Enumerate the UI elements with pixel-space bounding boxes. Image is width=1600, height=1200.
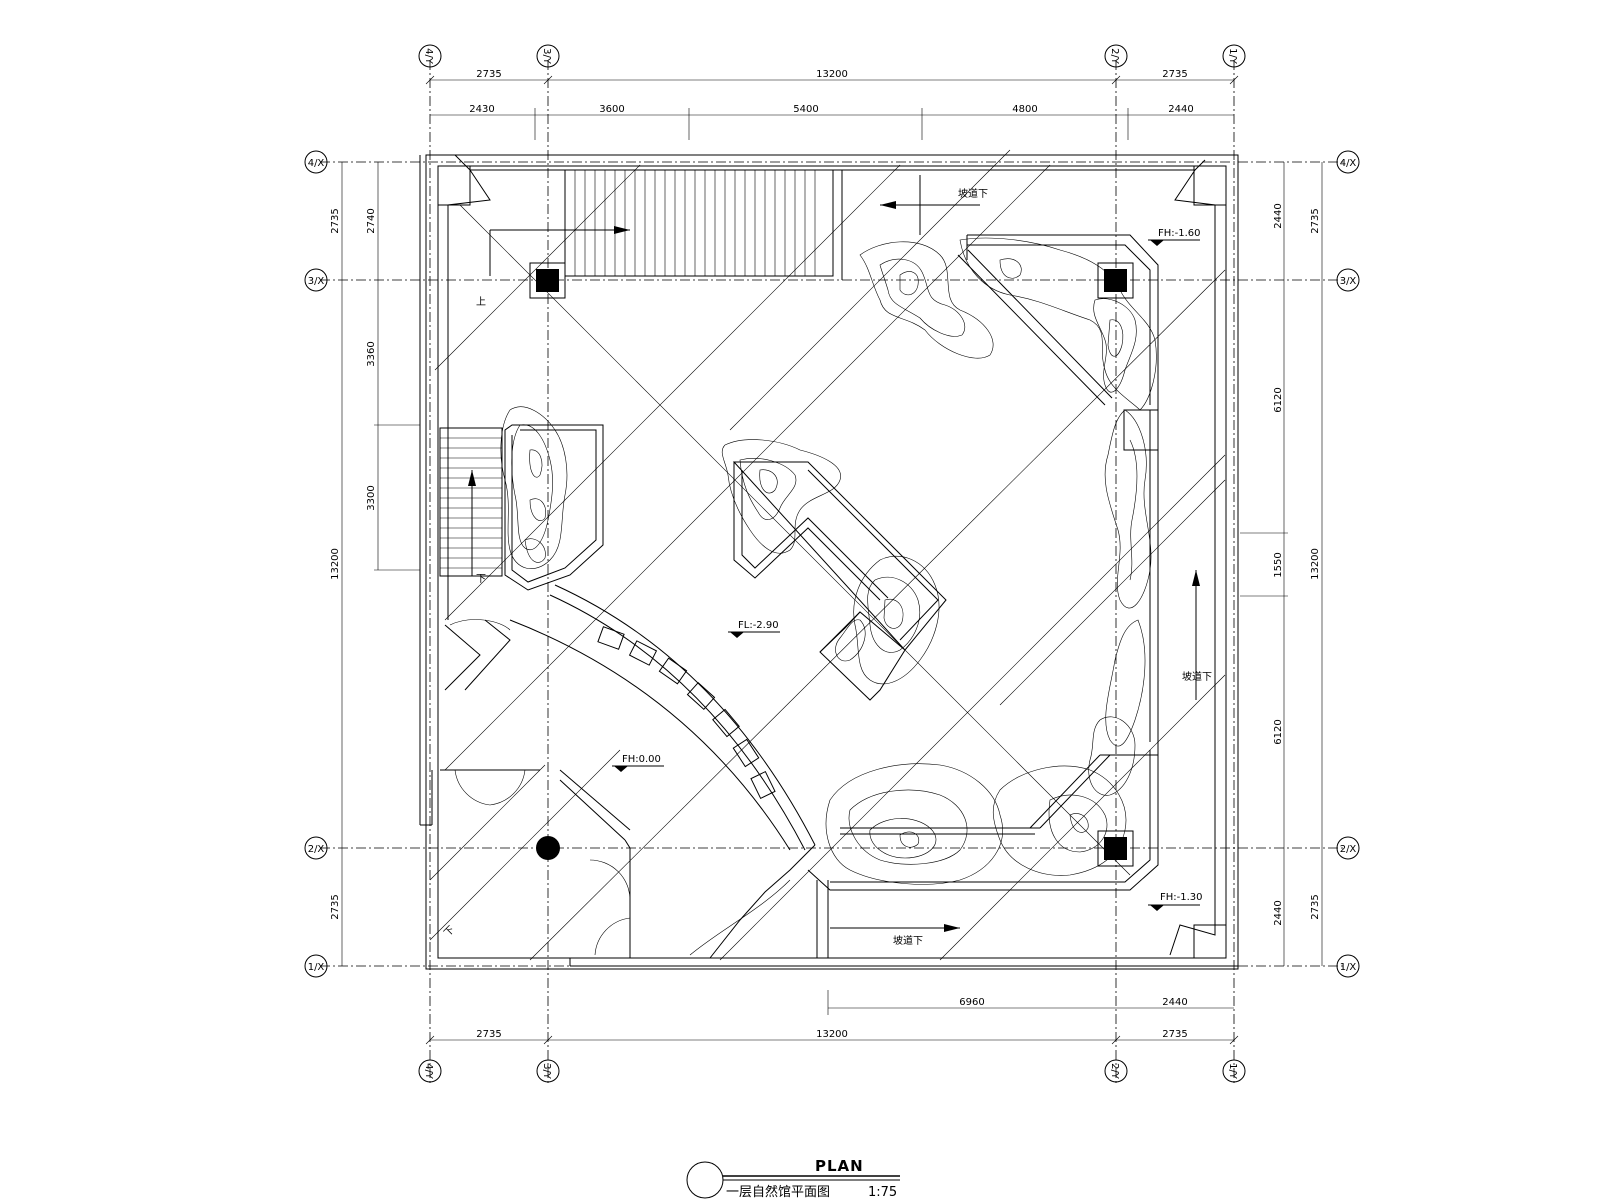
dim-right-inner-1: 2440 [1273,203,1284,228]
dim-top-inner-2: 3600 [599,104,624,115]
dim-bottom-outer-2: 13200 [816,1029,848,1040]
dim-right-outer-1: 2735 [1310,208,1321,233]
dim-right-outer-2: 13200 [1310,548,1321,580]
dim-bottom-inner-1: 6960 [959,997,984,1008]
enclosures [440,234,1159,959]
drawing-scale: 1:75 [868,1185,897,1200]
dim-top-outer-2: 13200 [816,69,848,80]
grid-label-top-1: 4/Y [423,48,434,65]
grid-label-right-1: 4/X [1340,158,1357,169]
grid-label-top-2: 3/Y [541,48,552,65]
note-ramp-bottom: 坡道下 [893,934,923,947]
grid-lines [320,60,1345,1085]
note-fh-center: FL:-2.90 [738,620,779,631]
top-stair [489,169,843,280]
dim-bottom-outer-3: 2735 [1162,1029,1187,1040]
drawing-subtitle: 一层自然馆平面图 [726,1184,830,1200]
left-stair [439,427,503,577]
note-up: 上 [476,296,486,308]
dim-top-inner-1: 2430 [469,104,494,115]
grid-label-left-4: 1/X [308,962,325,973]
dim-bottom-outer-1: 2735 [476,1029,501,1040]
outer-walls [419,154,1239,970]
title-block: PLAN 一层自然馆平面图 1:75 [686,1157,900,1200]
dimension-text: 2735 13200 2735 2430 3600 5400 4800 2440… [330,69,1321,1040]
dim-left-outer-1: 2735 [330,208,341,233]
ramp-arrows [830,175,1200,932]
dim-right-inner-5: 2440 [1273,900,1284,925]
drawing-title: PLAN [815,1157,864,1175]
grid-label-top-4: 1/Y [1227,48,1238,65]
dim-right-inner-4: 6120 [1273,719,1284,744]
dimension-lines [341,75,1323,1045]
grid-bubbles-bottom: 4/Y 3/Y 2/Y 1/Y [418,1059,1246,1083]
grid-label-bottom-3: 2/Y [1109,1063,1120,1080]
note-ramp-top: 坡道下 [958,187,988,200]
rockery-contours [500,237,1157,885]
note-ramp-right: 坡道下 [1182,670,1212,683]
dim-left-outer-2: 13200 [330,548,341,580]
dim-top-inner-5: 2440 [1168,104,1193,115]
dim-left-inner-2: 3360 [366,341,377,366]
grid-label-right-3: 2/X [1340,844,1357,855]
dim-top-outer-3: 2735 [1162,69,1187,80]
note-fh-left: FH:0.00 [622,754,661,765]
grid-label-bottom-4: 1/Y [1227,1063,1238,1080]
note-fh-bottom-right: FH:-1.30 [1160,892,1203,903]
grid-label-left-3: 2/X [308,844,325,855]
floor-diagonals [429,149,1226,961]
dim-top-inner-4: 4800 [1012,104,1037,115]
note-down-bottom: 下 [442,924,457,939]
dim-left-inner-1: 2740 [366,208,377,233]
dim-top-inner-3: 5400 [793,104,818,115]
dim-top-outer-1: 2735 [476,69,501,80]
grid-label-top-3: 2/Y [1109,48,1120,65]
dim-right-inner-3: 1550 [1273,552,1284,577]
note-down-left: 下 [476,574,486,585]
grid-bubbles-top: 4/Y 3/Y 2/Y 1/Y [418,44,1246,68]
dim-right-inner-2: 6120 [1273,387,1284,412]
note-fh-top-right: FH:-1.60 [1158,228,1201,239]
grid-label-right-2: 3/X [1340,276,1357,287]
grid-label-right-4: 1/X [1340,962,1357,973]
annotations: 坡道下 坡道下 坡道下 上 下 下 FH:-1.60 FL:-2.90 FH:0… [442,187,1212,947]
columns [529,262,1134,867]
grid-label-left-1: 4/X [308,158,325,169]
grid-bubbles-left: 4/X 3/X 2/X 1/X [304,150,328,978]
grid-label-left-2: 3/X [308,276,325,287]
grid-bubbles-right: 4/X 3/X 2/X 1/X [1336,150,1360,978]
level-markers [612,239,1200,911]
dim-right-outer-3: 2735 [1310,894,1321,919]
dim-left-inner-3: 3300 [366,485,377,510]
dim-left-outer-3: 2735 [330,894,341,919]
grid-label-bottom-1: 4/Y [423,1063,434,1080]
dim-bottom-inner-2: 2440 [1162,997,1187,1008]
grid-label-bottom-2: 3/Y [541,1063,552,1080]
